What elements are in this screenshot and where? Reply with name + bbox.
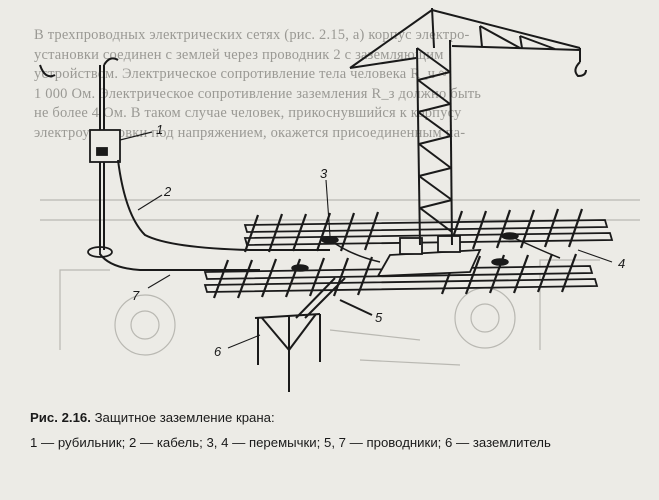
bleed-line-6: электроустановки под напряжением, окажет…: [34, 124, 466, 141]
cable: [117, 159, 330, 251]
crane-grounding-diagram: 1 2 3 4 5 6 7: [39, 7, 640, 392]
grounding-electrode: [227, 313, 321, 392]
caption-number: Рис. 2.16.: [30, 410, 91, 425]
label-3: 3: [320, 166, 328, 181]
conductor-7: [99, 253, 260, 271]
pole-base: [87, 246, 113, 258]
switch-box: [89, 129, 153, 163]
upper-sleepers: [243, 208, 584, 253]
crane-base: [376, 235, 482, 277]
lower-sleepers: [212, 253, 578, 299]
label-5: 5: [375, 310, 383, 325]
figure-caption: Рис. 2.16. Защитное заземление крана: 1 …: [30, 408, 640, 452]
conductor-5: [295, 277, 373, 319]
bleed-line-3: устройством. Электрическое сопротивление…: [34, 66, 448, 82]
label-6: 6: [214, 344, 222, 359]
label-1: 1: [156, 122, 163, 137]
bleed-through-text: В трехпроводных электрических сетях (рис…: [34, 26, 634, 143]
bleed-line-4: 1 000 Ом. Электрическое сопротивление за…: [34, 85, 482, 102]
label-2: 2: [163, 184, 172, 199]
crane-tower: [416, 39, 453, 246]
bleed-line-5: не более 4 Ом. В таком случае человек, п…: [34, 105, 462, 121]
rail-jumpers: [291, 232, 561, 272]
label-4: 4: [618, 256, 625, 271]
caption-title: Защитное заземление крана:: [90, 410, 275, 425]
bleed-line-1: В трехпроводных электрических сетях (рис…: [34, 27, 470, 43]
label-7: 7: [132, 288, 140, 303]
bleed-line-2: установки соединен с землей через провод…: [34, 46, 444, 63]
caption-legend: 1 — рубильник; 2 — кабель; 3, 4 — перемы…: [30, 435, 551, 450]
crane-jib: [349, 7, 587, 78]
